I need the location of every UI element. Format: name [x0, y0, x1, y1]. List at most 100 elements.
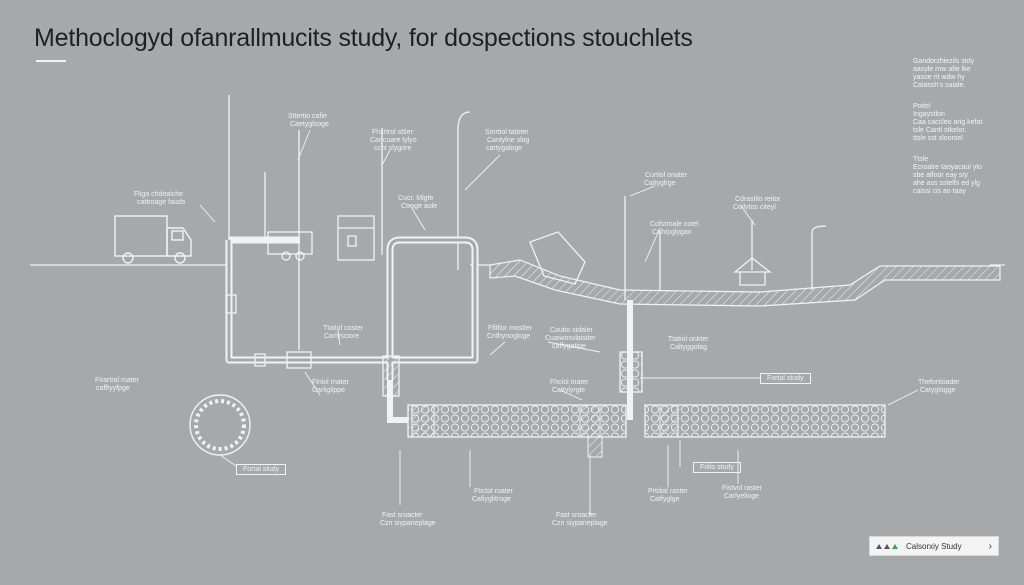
svg-text:Ttatiol onkter: Ttatiol onkter	[668, 336, 709, 343]
triangle-icon	[892, 543, 898, 549]
note-block-2: Poitel Ingaystlon Caa caccleo arig kefat…	[913, 103, 1013, 143]
note-block-1: Gandorzhiezils stdy aasyle rnw afie lke …	[913, 58, 1013, 90]
label-mid1: Cucr. Mlgfe Ctroge aole	[398, 195, 437, 210]
svg-text:cafftyyfpge: cafftyyfpge	[96, 385, 130, 392]
svg-text:Ftictol roater: Ftictol roater	[474, 488, 514, 495]
sloped-conveyor	[489, 231, 1001, 307]
svg-text:Thefortioader: Thefortioader	[918, 379, 960, 386]
triangle-icons	[876, 543, 898, 549]
svg-text:Cuaiwosvlaisiter: Cuaiwosvlaisiter	[545, 335, 596, 342]
tag-fortal-study: Fortal study	[760, 373, 811, 384]
label-right2: Cdrastilo reitor Coilytos citeyl	[733, 196, 781, 211]
svg-text:Prtdial raster: Prtdial raster	[648, 488, 688, 495]
svg-text:Czn siypaneplage: Czn siypaneplage	[380, 520, 436, 527]
svg-text:Coilytos citeyl: Coilytos citeyl	[733, 204, 776, 211]
label-truck: Fliga chdeaiche cattroage fauds	[134, 191, 186, 206]
label-pipe1: Ttaitol coster Carlysciore	[323, 325, 364, 340]
label-top1: Sttertio cafie Caetyglsoge	[288, 113, 329, 128]
svg-text:Fistvol raster: Fistvol raster	[722, 485, 763, 492]
label-top2: Fhsrtrol sttler Caricuare tylyo ccht sly…	[370, 129, 417, 152]
svg-text:Carliglippe: Carliglippe	[312, 387, 345, 394]
case-study-button[interactable]: Calsorxiy Study ›	[869, 536, 999, 556]
label-lowcenter: Fhciol mater Cattylyrgle	[550, 379, 589, 394]
svg-text:Caltyggolag: Caltyggolag	[670, 344, 707, 351]
svg-text:Ffitllor mostler: Ffitllor mostler	[488, 325, 533, 332]
note-line: ttsle sst sloorsel	[913, 135, 963, 142]
svg-text:Cahrpglygan: Cahrpglygan	[652, 229, 692, 236]
page-title: Methoclogyd ofanrallmucits study, for do…	[34, 24, 693, 52]
chevron-right-icon: ›	[988, 540, 992, 552]
label-pipe2: Ffitllor mostler Cnthynogloge	[487, 325, 533, 340]
label-bottom1: Ftictol roater Cafiyglitroge	[472, 488, 514, 503]
svg-text:Caetyglsoge: Caetyglsoge	[290, 121, 329, 128]
tag-folio-study: Folio study	[693, 462, 741, 473]
main-pipe-right	[644, 404, 886, 438]
svg-text:Caityglrge: Caityglrge	[644, 180, 676, 187]
note-line: Gandorzhiezils stdy	[913, 58, 975, 65]
svg-text:Cdrastilo reitor: Cdrastilo reitor	[735, 196, 781, 203]
label-bottom4: Fistvol raster Carlyelioge	[722, 485, 763, 500]
label-right3: Cofstroale cotel Cahrpglygan	[650, 221, 699, 236]
triangle-icon	[876, 543, 882, 549]
label-rightend: Thefortioader Catyglogge	[918, 379, 960, 394]
note-block-3: Ttsle Ecroalre taoyacaul ylo sbe alfoor …	[913, 156, 1013, 196]
label-top3: Smrtiol tatoter Cantylne slog cartygalog…	[485, 129, 530, 152]
svg-text:Sttertio cafie: Sttertio cafie	[288, 113, 327, 120]
note-line: Ingaystlon	[913, 111, 945, 118]
svg-text:cartygaloge: cartygaloge	[486, 145, 522, 152]
svg-text:Fhciol mater: Fhciol mater	[550, 379, 589, 386]
svg-text:Cantylne slog: Cantylne slog	[487, 137, 530, 144]
tag-fortal-sludy: Fortal sludy	[236, 464, 287, 475]
note-line: tsle Cantl stkelor.	[913, 127, 967, 134]
svg-text:Catfyglge: Catfyglge	[650, 496, 680, 503]
drain-fitting	[587, 436, 603, 458]
label-right1: Curtiol onater Caityglrge	[644, 172, 688, 187]
svg-text:Cnthynogloge: Cnthynogloge	[487, 333, 530, 340]
svg-text:Czn siypaneplage: Czn siypaneplage	[552, 520, 608, 527]
svg-text:Ttaitol coster: Ttaitol coster	[323, 325, 364, 332]
label-bottom5: Fast sroacler Czn siypaneplage	[380, 512, 436, 527]
pipe-cross-section-icon	[189, 394, 251, 456]
note-line: aasyle rnw afie lke	[913, 66, 971, 73]
svg-text:Curtiol onater: Curtiol onater	[645, 172, 688, 179]
note-line: calssi cis ao taay	[913, 188, 966, 195]
svg-text:Cafiyglitroge: Cafiyglitroge	[472, 496, 511, 503]
svg-text:Smrtiol tatoter: Smrtiol tatoter	[485, 129, 529, 136]
svg-text:Cautio sidaler: Cautio sidaler	[550, 327, 593, 334]
label-pipe3: Cautio sidaler Cuaiwosvlaisiter caffygat…	[545, 327, 596, 350]
main-pipe-left	[407, 404, 627, 438]
label-leftcircle: Firartral mater cafftyyfpge	[95, 377, 140, 392]
svg-text:caffygatipe: caffygatipe	[552, 343, 586, 350]
note-line: Ttsle	[913, 156, 929, 163]
note-line: Calassh's saiale.	[913, 82, 966, 89]
svg-text:Carlyelioge: Carlyelioge	[724, 493, 759, 500]
note-line: Ecroalre taoyacaul ylo	[913, 164, 982, 171]
svg-text:Flniol rnater: Flniol rnater	[312, 379, 350, 386]
svg-text:Cattylyrgle: Cattylyrgle	[552, 387, 585, 394]
svg-text:Caricuare tylyo: Caricuare tylyo	[370, 137, 417, 144]
label-bottom3: Prtdial raster Catfyglge	[648, 488, 688, 503]
svg-text:Fliga chdeaiche: Fliga chdeaiche	[134, 191, 183, 198]
shaft-filter	[619, 351, 643, 393]
svg-text:Cofstroale cotel: Cofstroale cotel	[650, 221, 699, 228]
note-line: ahe ass sstelfs ed ylg	[913, 180, 980, 187]
note-line: Caa caccleo arig kefat	[913, 119, 983, 126]
svg-text:Carlysciore: Carlysciore	[324, 333, 359, 340]
note-line: Poitel	[913, 103, 931, 110]
note-line: sbe alfoor eay sty	[913, 172, 968, 179]
svg-text:Ctroge aole: Ctroge aole	[401, 203, 437, 210]
truck-icon	[114, 215, 192, 264]
note-line: yasoe rit wdw hy	[913, 74, 965, 81]
label-lowmid: Flniol rnater Carliglippe	[312, 379, 350, 394]
leader-lines	[199, 129, 919, 515]
triangle-icon	[884, 543, 890, 549]
svg-text:ccht slygore: ccht slygore	[374, 145, 411, 152]
label-bottom6: Fast sroacler Czn siypaneplage	[552, 512, 608, 527]
label-pipe4: Ttatiol onkter Caltyggolag	[668, 336, 709, 351]
title-underline	[36, 60, 66, 62]
svg-text:Fhsrtrol sttler: Fhsrtrol sttler	[372, 129, 414, 136]
svg-text:Fast sroacler: Fast sroacler	[382, 512, 423, 519]
svg-text:Firartral mater: Firartral mater	[95, 377, 140, 384]
svg-text:Cucr. Mlgfe: Cucr. Mlgfe	[398, 195, 434, 202]
